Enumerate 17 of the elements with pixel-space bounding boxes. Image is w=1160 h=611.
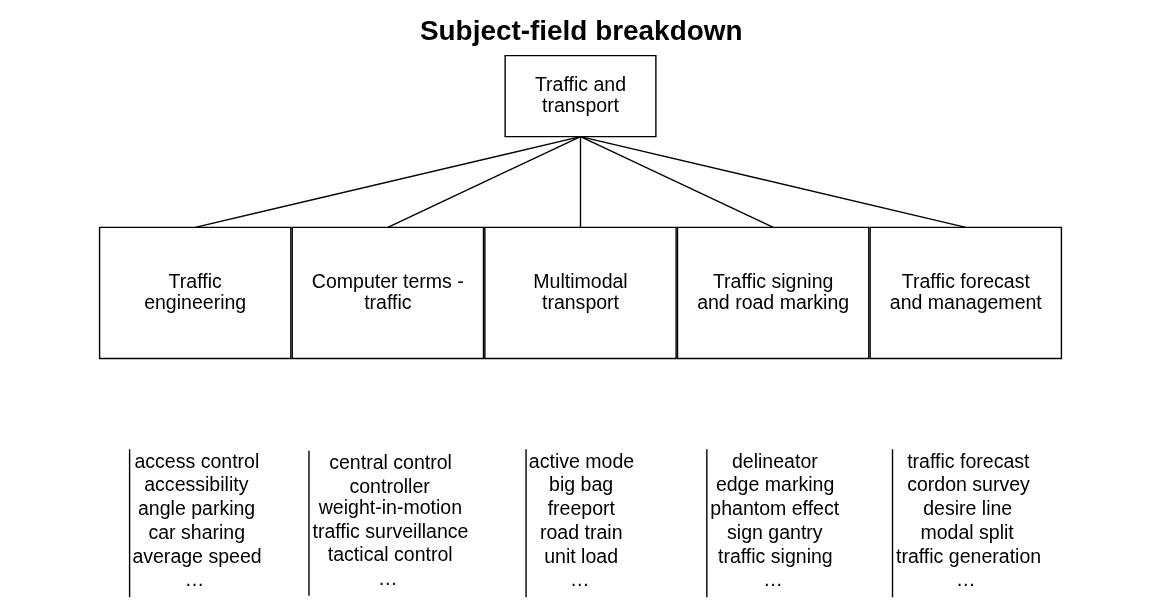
node-text: central control controller weight-in-motion traffic surveillance tactical control … (311, 451, 468, 589)
node-text: access control accessibility angle parking car sharing average speed … (131, 449, 262, 591)
connector (579, 135, 581, 228)
node-box: Traffic engineering (98, 226, 292, 360)
diagram-title: Subject-field breakdown (419, 15, 742, 47)
connector (579, 135, 774, 228)
node-box: Traffic signing and road marking (676, 226, 869, 360)
connector (386, 135, 581, 228)
connector (579, 135, 966, 228)
node-box: Computer terms - traffic (291, 226, 484, 360)
node-box: Multimodal transport (483, 226, 677, 360)
node-box: Traffic forecast and management (868, 226, 1062, 360)
node-text: traffic forecast cordon survey desire line modal split traffic generation … (895, 449, 1041, 591)
connector (194, 135, 581, 228)
node-text: active mode big bag freeport road train unit load … (528, 449, 634, 591)
node-box: Traffic and transport (503, 54, 657, 138)
node-text: delineator edge marking phantom effect sign gantry traffic signing … (709, 449, 839, 591)
